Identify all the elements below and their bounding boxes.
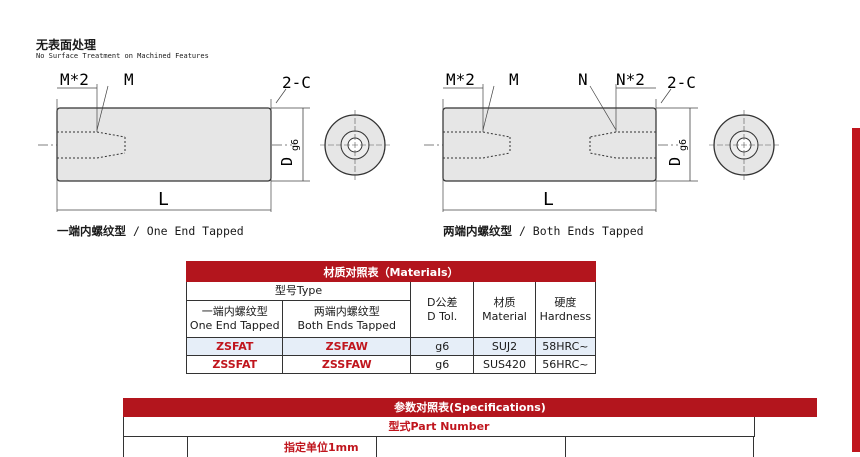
- label-m: M: [124, 70, 134, 89]
- label-length: L: [158, 189, 169, 210]
- label-d-both: D: [666, 157, 684, 166]
- section-title: 无表面处理: [36, 38, 97, 52]
- label-m-both: M: [509, 70, 519, 89]
- unit-label: 指定单位1mm: [284, 441, 359, 454]
- page-edge-accent: [852, 128, 860, 452]
- section-subtitle: No Surface Treatment on Machined Feature…: [36, 52, 209, 60]
- materials-title: 材质对照表（Materials）: [186, 261, 596, 282]
- shaft-one-end: [38, 84, 390, 212]
- label-m2: M*2: [60, 70, 89, 89]
- label-tol: g6: [290, 139, 301, 151]
- label-m2-both: M*2: [446, 70, 475, 89]
- label-tol-both: g6: [678, 139, 689, 151]
- label-chamfer-both: 2-C: [667, 73, 696, 92]
- spec-title: 参数对照表(Specifications): [123, 398, 817, 417]
- caption-one-end: 一端内螺纹型 / One End Tapped: [57, 224, 244, 238]
- technical-drawing: M*2 M 2-C D g6 L M*2 M N: [38, 70, 779, 212]
- specifications-table: 参数对照表(Specifications) 型式Part Number 指定单位…: [123, 398, 817, 457]
- label-chamfer: 2-C: [282, 73, 311, 92]
- table-row: ZSSFAT ZSSFAW g6 SUS420 56HRC~: [185, 355, 597, 374]
- type-header: 型号Type: [185, 281, 412, 301]
- caption-both-ends: 两端内螺纹型 / Both Ends Tapped: [443, 224, 644, 238]
- part-number-header: 型式Part Number: [123, 417, 755, 437]
- label-d: D: [278, 157, 296, 166]
- shaft-both-ends: [424, 84, 779, 212]
- label-n: N: [578, 70, 588, 89]
- label-length-both: L: [543, 189, 554, 210]
- label-n2: N*2: [616, 70, 645, 89]
- table-row: ZSFAT ZSFAW g6 SUJ2 58HRC~: [185, 337, 597, 356]
